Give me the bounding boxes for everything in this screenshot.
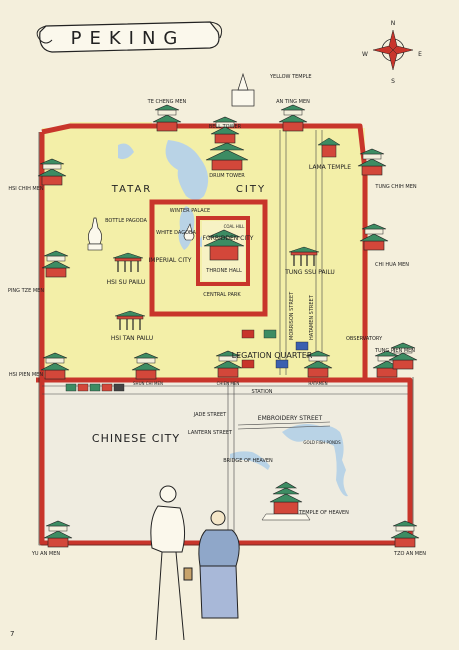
label-chien-men: CHIEN MEN [217, 381, 240, 386]
label-lama-temple: LAMA TEMPLE [309, 164, 351, 171]
bottle-pagoda-icon [87, 217, 103, 251]
compass-w: W [362, 51, 368, 58]
label-hatamen: HATAMEN [308, 381, 327, 386]
label-chi-hua-men: CHI HUA MEN [375, 262, 409, 268]
compass-s: S [391, 78, 395, 85]
label-ping-tze-men: PING TZE MEN [8, 288, 44, 294]
label-station: STATION [251, 389, 272, 395]
label-bell-tower: BELL TOWER [209, 124, 242, 130]
label-tung-chih-men: TUNG CHIH MEN [374, 184, 416, 190]
label-jade-street: JADE STREET [193, 412, 227, 418]
label-tzo-an-men: TZO AN MEN [393, 551, 426, 557]
label-hsi-pien-men: HSI PIEN MEN [9, 372, 43, 378]
label-white-dagoba: WHITE DAGOBA [156, 230, 196, 236]
throne-hall-building [203, 229, 245, 261]
label-city: CITY [236, 184, 266, 195]
label-morrison-street: MORRISON STREET [289, 291, 295, 340]
label-throne-hall: THRONE HALL [205, 268, 242, 274]
label-bridge-of-heaven: BRIDGE OF HEAVEN [223, 458, 273, 464]
label-yellow-temple: YELLOW TEMPLE [269, 74, 312, 80]
label-lantern-street: LANTERN STREET [188, 430, 233, 436]
compass-rose: N S W E [362, 20, 422, 85]
chinese-figure [198, 510, 240, 619]
label-tatar: TATAR [111, 184, 153, 195]
label-imperial-city: IMPERIAL CITY [149, 257, 192, 264]
railway [65, 383, 125, 392]
label-hatamen-street: HATAMEN STREET [309, 294, 315, 340]
map-title: PEKING [71, 28, 186, 49]
label-central-park: CENTRAL PARK [203, 292, 241, 298]
label-an-ting-men: AN TING MEN [276, 99, 310, 105]
compass-e: E [418, 51, 422, 58]
label-observatory: OBSERVATORY [346, 336, 383, 342]
label-chinese-city: CHINESE CITY [92, 432, 180, 445]
label-hsi-su-pailu: HSI SU PAILU [107, 279, 146, 286]
title-banner: PEKING [36, 21, 223, 53]
label-coal-hill: COAL HILL [224, 224, 246, 229]
label-winter-palace: WINTER PALACE [170, 208, 210, 214]
white-dagoba-icon [183, 223, 195, 241]
label-yu-an-men: YU AN MEN [31, 551, 61, 557]
label-gold-fish-ponds: GOLD FISH PONDS [303, 440, 341, 445]
lama-temple-building [317, 137, 341, 158]
label-te-cheng-men: TE CHENG MEN [147, 99, 187, 105]
label-forbidden-city: FORBIDDEN CITY [203, 235, 254, 242]
temple-of-heaven-building [261, 481, 311, 521]
label-temple-of-heaven: TEMPLE OF HEAVEN [298, 510, 349, 516]
label-bottle-pagoda: BOTTLE PAGODA [105, 218, 147, 224]
drum-tower-building [205, 142, 249, 171]
map-labels: YELLOW TEMPLE TE CHENG MEN AN TING MEN B… [8, 74, 426, 638]
label-drum-tower: DRUM TOWER [209, 173, 245, 179]
label-hsi-tan-pailu: HSI TAN PAILU [111, 335, 153, 342]
label-shun-chi-men: SHUN CHI MEN [133, 381, 163, 386]
label-embroidery-street: EMBROIDERY STREET [258, 415, 323, 422]
label-hsi-chih-men: HSI CHIH MEN [8, 186, 44, 192]
label-tung-ssu-pailu: TUNG SSU PAILU [284, 269, 335, 276]
page-number: 7 [10, 630, 14, 638]
yellow-temple-icon [231, 72, 255, 107]
label-legation-quarter: LEGATION QUARTER [232, 351, 313, 360]
compass-n: N [391, 20, 396, 27]
label-tung-pien-men: TUNG PIEN MEN [374, 348, 415, 354]
tourist-figure [150, 485, 193, 641]
legation-flags [241, 329, 309, 369]
